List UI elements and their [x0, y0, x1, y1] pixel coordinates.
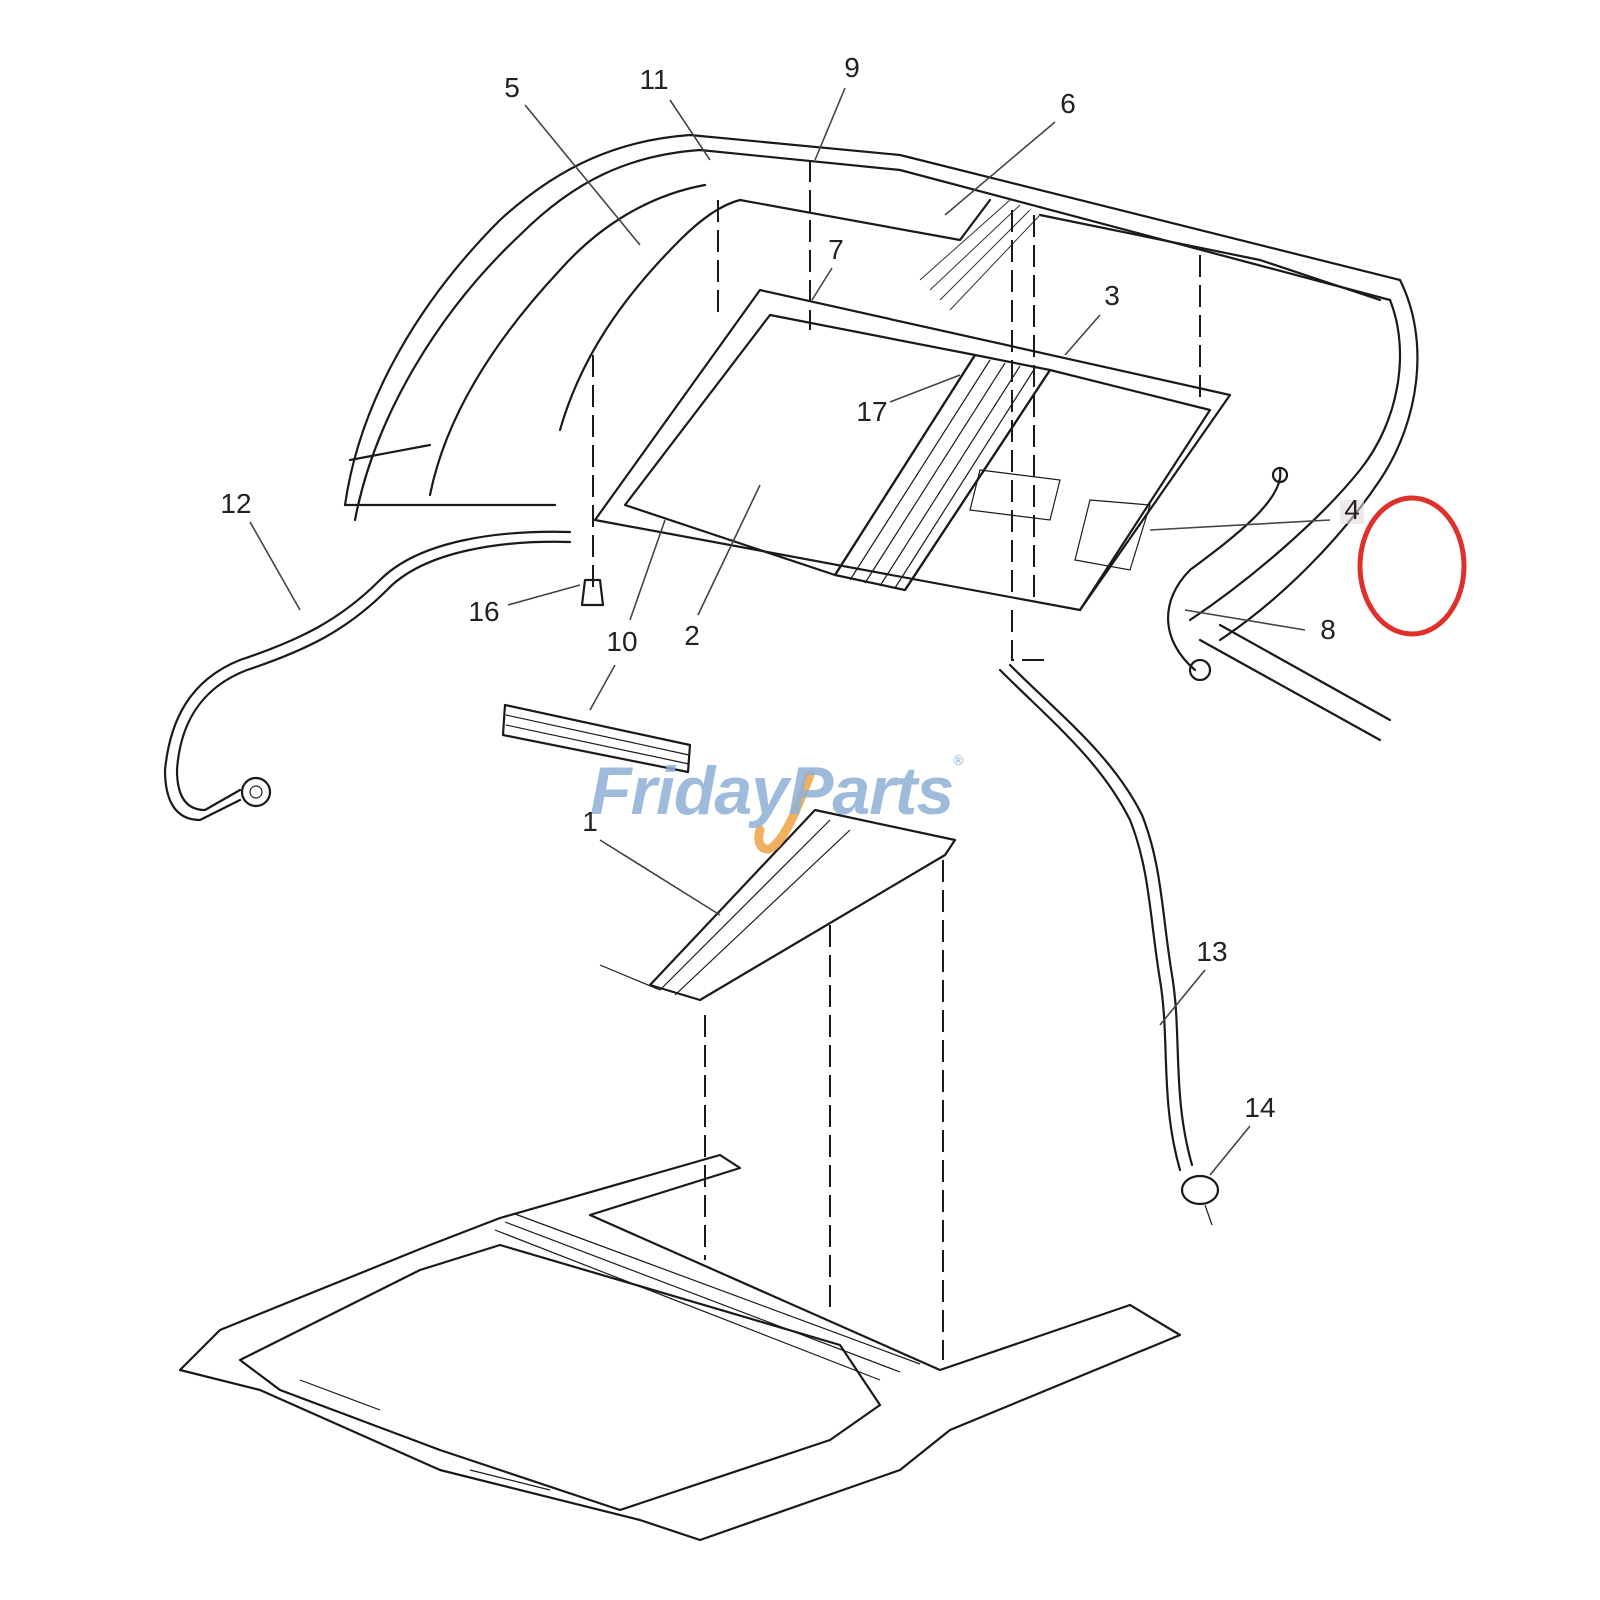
- callout-label-3: 3: [1104, 280, 1120, 311]
- roof-panel: [343, 133, 1419, 742]
- headliner: [178, 1153, 1182, 1542]
- callout-label-13: 13: [1196, 936, 1228, 967]
- watermark-swoosh: [754, 770, 815, 854]
- callout-label-4: 4: [1344, 494, 1360, 525]
- drain-tube-right: [998, 663, 1220, 1226]
- drain-tube-left: [163, 530, 572, 822]
- registered-mark: ®: [953, 752, 963, 768]
- alignment-lines: [592, 160, 1201, 1360]
- sunshade-rail: [599, 808, 957, 1002]
- callout-label-17: 17: [856, 396, 888, 427]
- callout-label-11: 11: [639, 64, 669, 95]
- callout-label-10: 10: [606, 626, 638, 657]
- callout-label-1: 1: [582, 806, 598, 837]
- callout-label-8: 8: [1320, 614, 1336, 645]
- callout-label-5: 5: [504, 72, 520, 103]
- callout-label-7: 7: [828, 234, 844, 265]
- callout-label-2: 2: [684, 620, 700, 651]
- watermark-text: FridayParts: [590, 753, 954, 829]
- callout-label-16: 16: [468, 596, 500, 627]
- cable-8: [1167, 466, 1289, 682]
- highlight-ellipse: [1357, 495, 1467, 637]
- watermark-logo: FridayParts®: [590, 752, 964, 830]
- callout-label-12: 12: [220, 488, 252, 519]
- callout-label-6: 6: [1060, 88, 1076, 119]
- sunroof-frame: [593, 288, 1232, 612]
- callout-label-14: 14: [1244, 1092, 1276, 1123]
- callout-label-9: 9: [844, 52, 860, 83]
- fastener-16: [580, 578, 605, 607]
- deflector-strip: [501, 703, 692, 774]
- leader-lines: [249, 87, 1331, 1176]
